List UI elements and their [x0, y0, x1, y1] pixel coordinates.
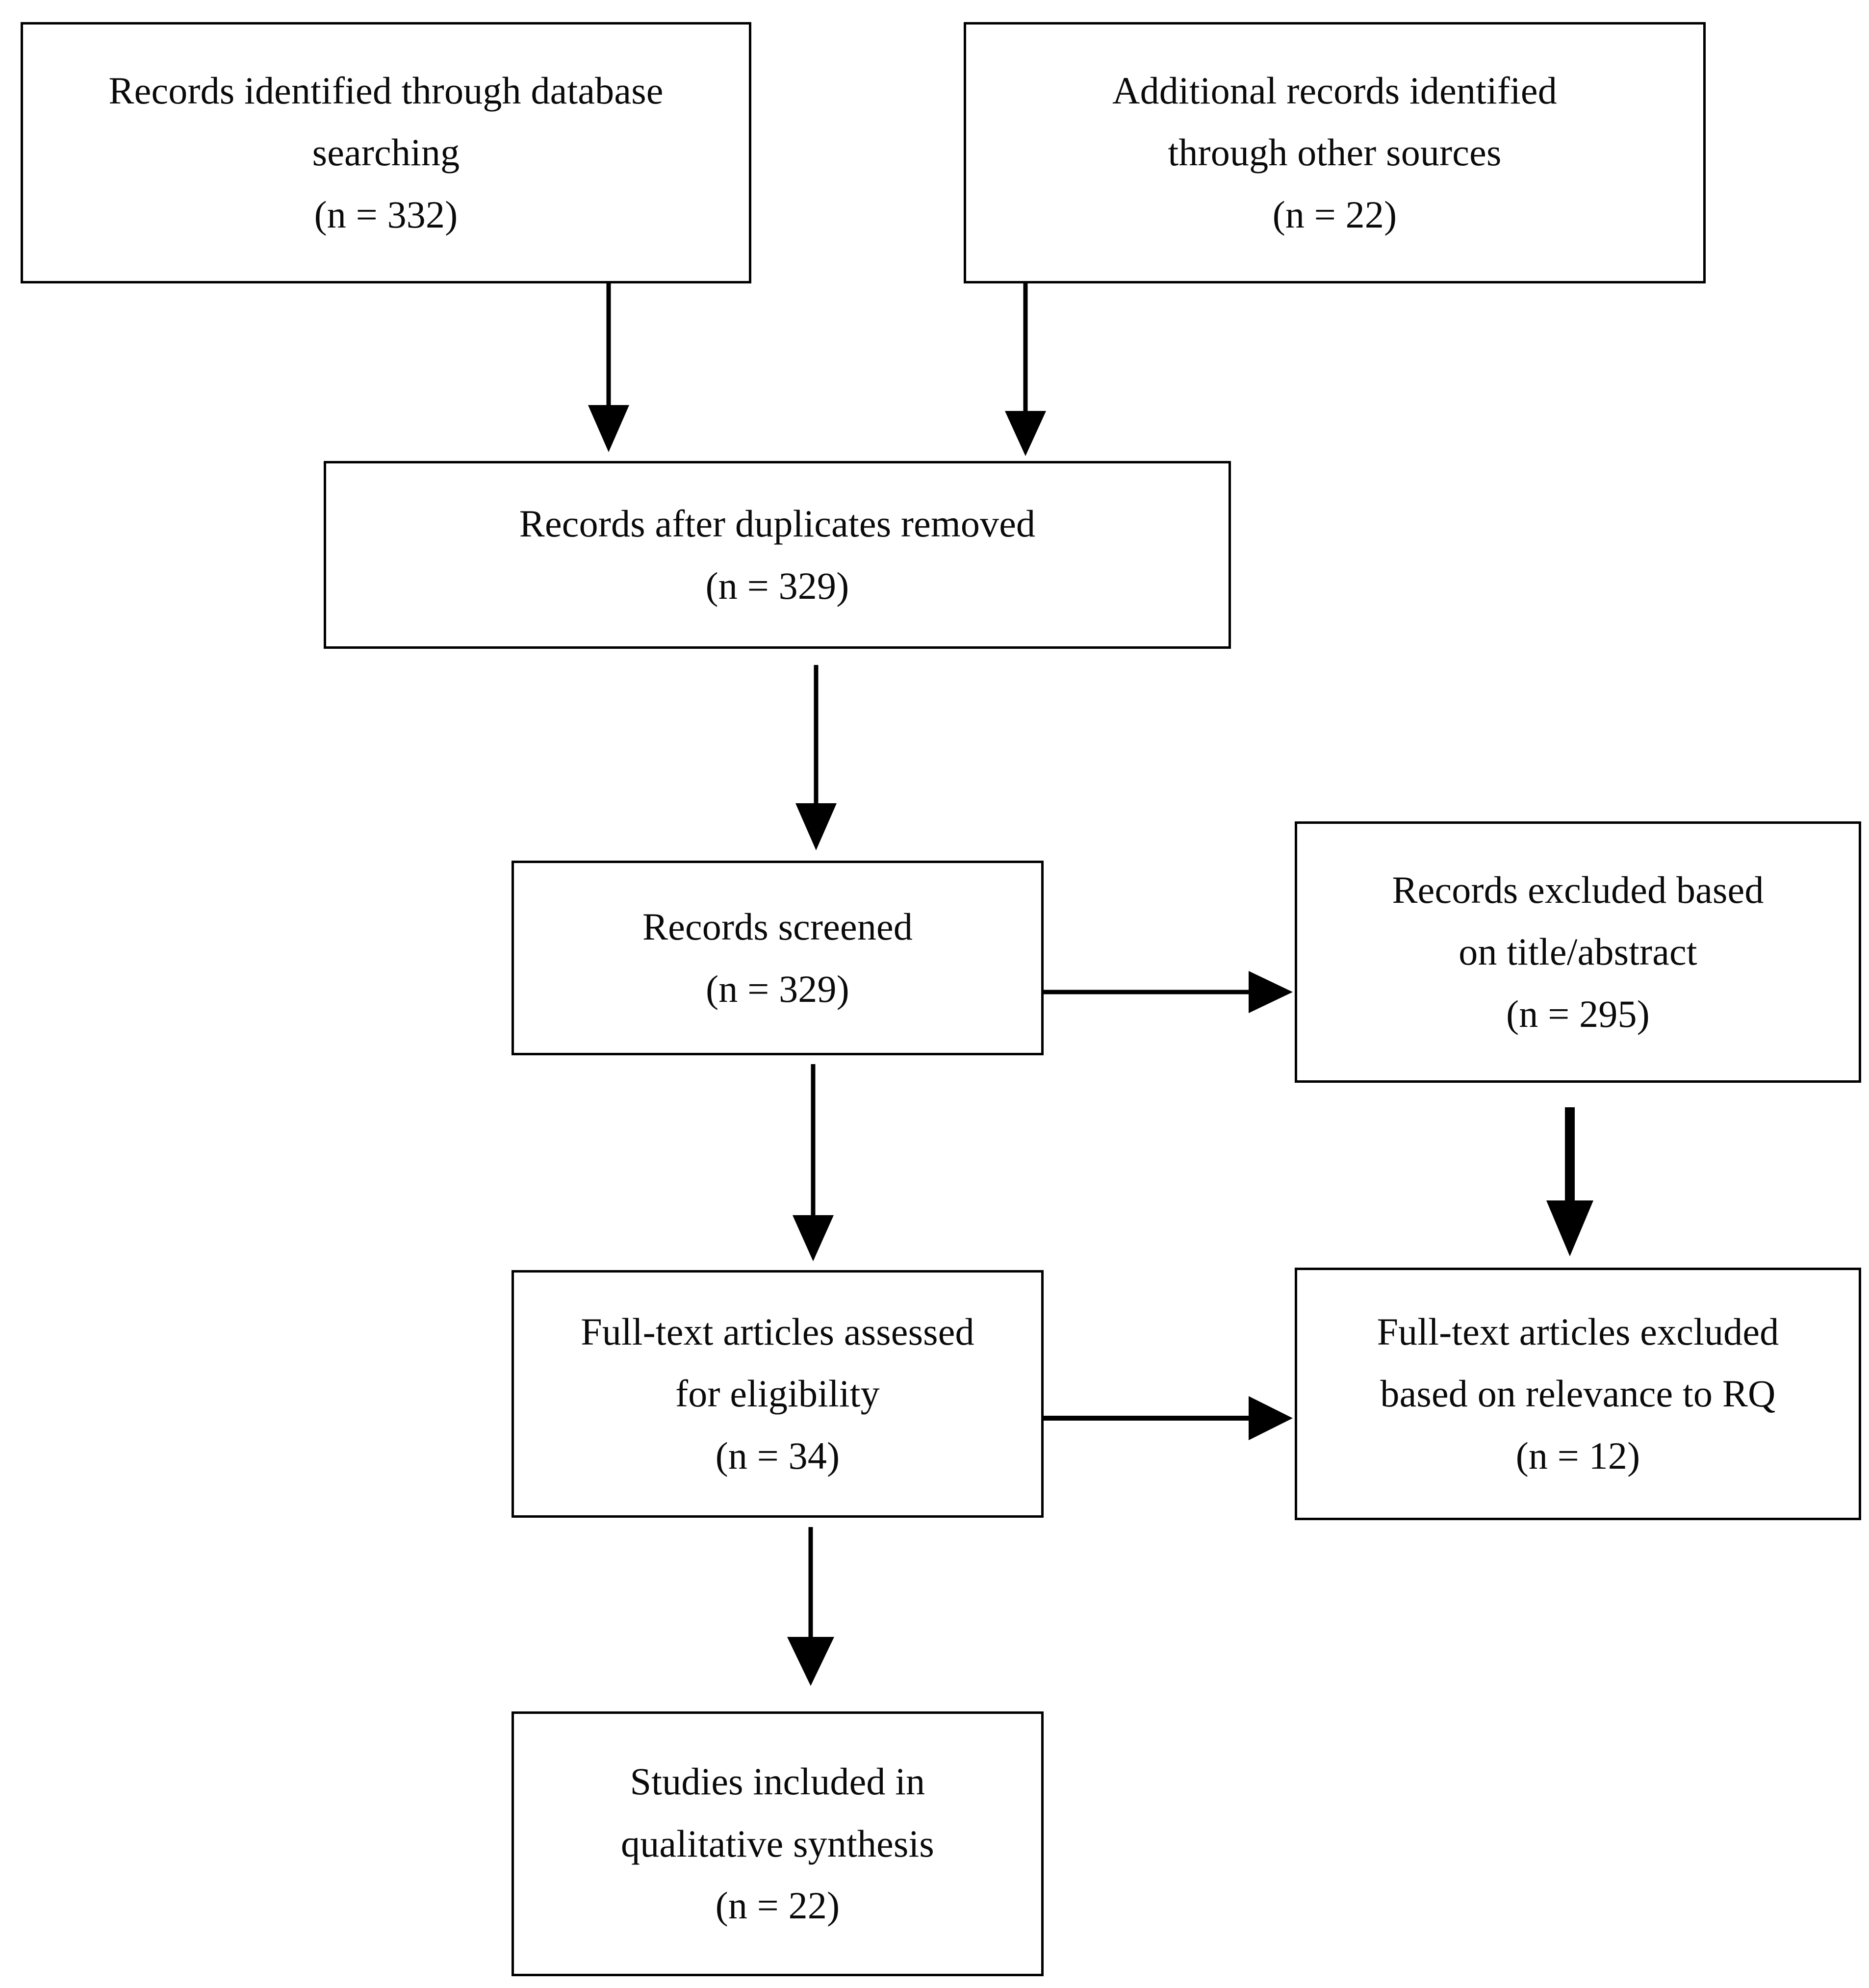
node-records-identified-database: Records identified through database sear… — [21, 22, 751, 283]
node-full-text-assessed-eligibility: Full-text articles assessed for eligibil… — [512, 1270, 1044, 1518]
node-count-label: (n = 329) — [705, 564, 849, 607]
node-line: Full-text articles excluded — [1377, 1310, 1779, 1353]
arrow-other-sources-to-duplicates — [1005, 283, 1046, 456]
node-count-label: (n = 12) — [1515, 1434, 1640, 1477]
node-line: Records screened — [642, 905, 913, 948]
node-line: Records identified through database — [108, 69, 664, 112]
arrow-fulltext-to-fulltext-excluded — [1044, 1396, 1293, 1440]
node-line: on title/abstract — [1459, 930, 1697, 973]
arrow-duplicates-to-screened — [795, 665, 837, 850]
node-line: Records after duplicates removed — [519, 502, 1036, 545]
node-line: qualitative synthesis — [621, 1822, 934, 1865]
node-line: through other sources — [1168, 131, 1502, 174]
node-line: Additional records identified — [1112, 69, 1557, 112]
arrow-database-to-duplicates — [588, 283, 629, 452]
arrow-excluded-to-fulltext-excluded — [1546, 1107, 1593, 1256]
node-records-excluded-title-abstract: Records excluded based on title/abstract… — [1295, 821, 1861, 1083]
arrow-fulltext-to-included — [787, 1527, 834, 1686]
node-count-label: (n = 329) — [706, 967, 849, 1010]
node-studies-included-qualitative-synthesis: Studies included in qualitative synthesi… — [512, 1711, 1044, 1976]
node-count-label: (n = 22) — [715, 1884, 840, 1927]
node-line: searching — [312, 131, 460, 174]
node-line: based on relevance to RQ — [1380, 1372, 1776, 1415]
node-full-text-excluded-relevance: Full-text articles excluded based on rel… — [1295, 1268, 1861, 1520]
node-line: for eligibility — [675, 1372, 880, 1415]
node-line: Records excluded based — [1392, 868, 1764, 911]
node-records-after-duplicates-removed: Records after duplicates removed (n = 32… — [324, 461, 1231, 649]
node-count-label: (n = 34) — [715, 1434, 840, 1477]
node-count-label: (n = 22) — [1272, 193, 1397, 236]
node-count-label: (n = 295) — [1506, 992, 1650, 1035]
node-line: Studies included in — [630, 1760, 925, 1803]
node-additional-records-other-sources: Additional records identified through ot… — [964, 22, 1706, 283]
node-count-label: (n = 332) — [314, 193, 458, 236]
arrow-screened-to-fulltext — [793, 1064, 834, 1261]
arrow-screened-to-excluded — [1044, 971, 1293, 1013]
node-records-screened: Records screened (n = 329) — [512, 861, 1044, 1055]
node-line: Full-text articles assessed — [581, 1310, 974, 1353]
